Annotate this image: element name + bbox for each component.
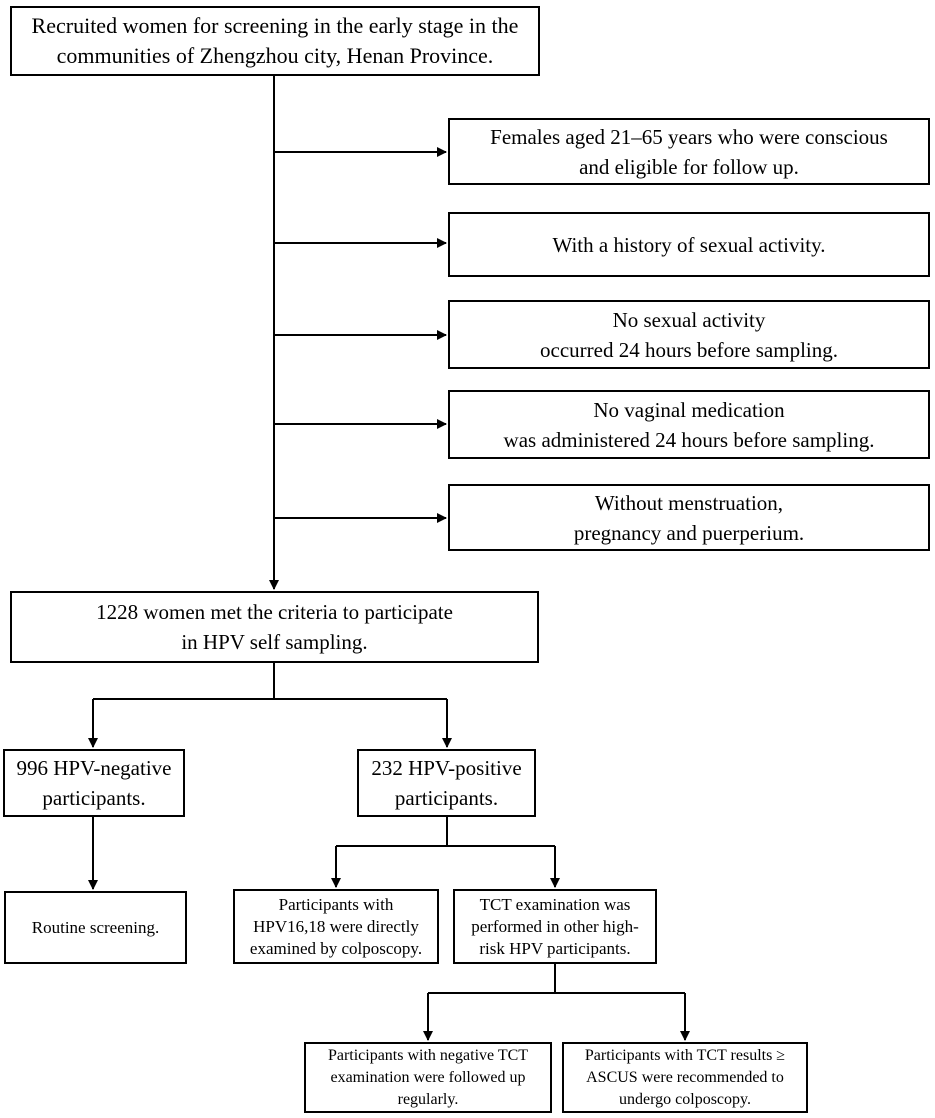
hpv-negative-box: 996 HPV-negative participants. — [3, 749, 185, 817]
criteria-text-2: With a history of sexual activity. — [552, 232, 826, 257]
routine-text: Routine screening. — [31, 917, 160, 937]
criteria-text-3: No sexual activity occurred 24 hours bef… — [540, 307, 838, 362]
criteria-box-4: No vaginal medication was administered 2… — [448, 390, 930, 459]
tct-negative-text: Participants with negative TCT examinati… — [327, 1046, 529, 1108]
criteria-box-2: With a history of sexual activity. — [448, 212, 930, 277]
criteria-text-5: Without menstruation, pregnancy and puer… — [573, 490, 805, 545]
hpv-positive-box: 232 HPV-positive participants. — [357, 749, 536, 817]
criteria-text-1: Females aged 21–65 years who were consci… — [490, 124, 888, 179]
criteria-box-3: No sexual activity occurred 24 hours bef… — [448, 300, 930, 369]
recruit-box: Recruited women for screening in the ear… — [10, 6, 540, 76]
tct-ascus-text: Participants with TCT results ≥ ASCUS we… — [584, 1046, 786, 1108]
met-criteria-text: 1228 women met the criteria to participa… — [96, 600, 453, 654]
tct-exam-text: TCT examination was performed in other h… — [471, 894, 639, 958]
recruit-text: Recruited women for screening in the ear… — [31, 13, 519, 68]
hpv-negative-text: 996 HPV-negative participants. — [16, 756, 172, 810]
tct-negative-box: Participants with negative TCT examinati… — [304, 1042, 552, 1113]
criteria-text-4: No vaginal medication was administered 2… — [503, 397, 875, 452]
routine-box: Routine screening. — [4, 891, 187, 964]
hpv-positive-text: 232 HPV-positive participants. — [371, 756, 522, 810]
criteria-box-1: Females aged 21–65 years who were consci… — [448, 118, 930, 185]
tct-exam-box: TCT examination was performed in other h… — [453, 889, 657, 964]
hpv16-18-box: Participants with HPV16,18 were directly… — [233, 889, 439, 964]
hpv16-18-text: Participants with HPV16,18 were directly… — [249, 894, 423, 958]
met-criteria-box: 1228 women met the criteria to participa… — [10, 591, 539, 663]
criteria-box-5: Without menstruation, pregnancy and puer… — [448, 484, 930, 551]
tct-ascus-box: Participants with TCT results ≥ ASCUS we… — [562, 1042, 808, 1113]
